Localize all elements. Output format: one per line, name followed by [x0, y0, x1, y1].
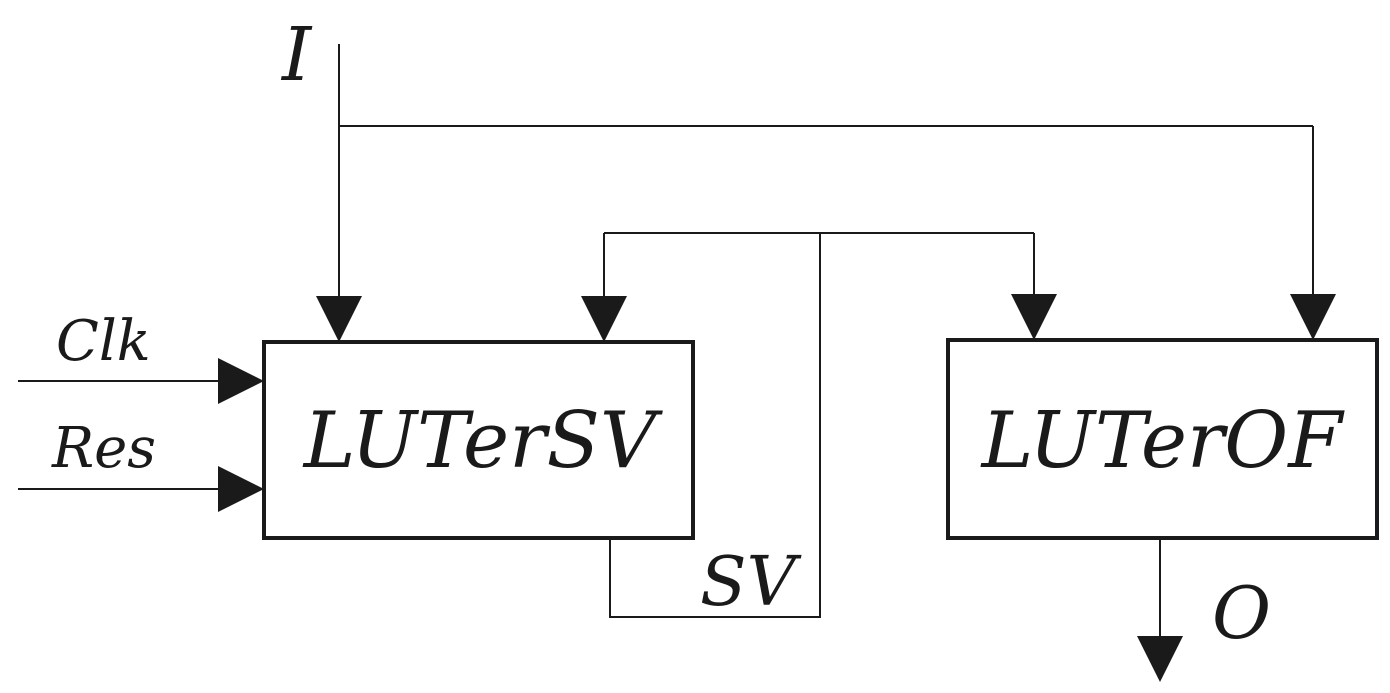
clk-label: Clk	[56, 309, 151, 374]
luterof-label: LUTerOF	[980, 396, 1346, 486]
sv-label: SV	[700, 543, 802, 622]
lutersv-label: LUTerSV	[302, 396, 663, 486]
arrow-i-to-lutersv	[316, 296, 362, 342]
arrow-res	[218, 466, 264, 512]
arrow-i-to-luterof	[1290, 294, 1336, 340]
arrow-sv-to-lutersv	[581, 296, 627, 342]
input-i-bus	[338, 44, 1314, 300]
output-o-label: O	[1212, 571, 1271, 655]
arrow-output-o	[1137, 636, 1183, 682]
lutersv-block: LUTerSV	[262, 340, 695, 540]
luterof-block: LUTerOF	[946, 338, 1379, 540]
input-i-label: I	[280, 12, 313, 98]
arrow-clk	[218, 358, 264, 404]
sv-feedback-bus	[603, 232, 1035, 618]
arrow-sv-to-luterof	[1011, 294, 1057, 340]
res-label: Res	[51, 416, 156, 481]
